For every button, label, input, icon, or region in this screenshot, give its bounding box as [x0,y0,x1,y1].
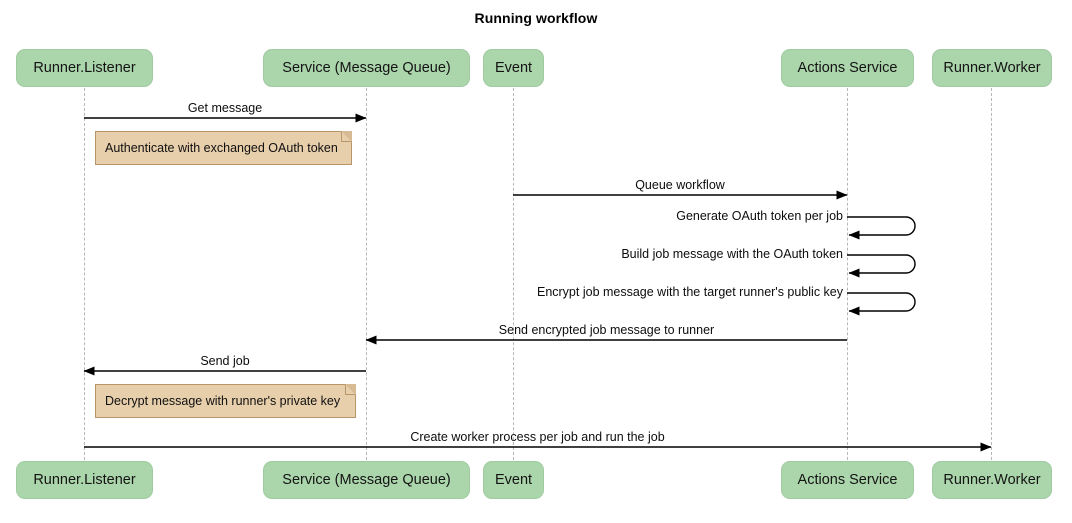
participant-event-bottom[interactable]: Event [483,461,544,499]
message-label-queue-workflow: Queue workflow [635,178,725,192]
message-label-encrypt-job-message: Encrypt job message with the target runn… [536,285,843,299]
note-text: Authenticate with exchanged OAuth token [105,141,338,155]
participant-event-top[interactable]: Event [483,49,544,87]
participant-service-message-queue-bottom[interactable]: Service (Message Queue) [263,461,470,499]
participant-runner-worker-bottom[interactable]: Runner.Worker [932,461,1052,499]
message-label-create-worker-process: Create worker process per job and run th… [410,430,665,444]
note-fold-edge-icon [345,384,356,395]
lifeline-runner-listener [84,88,85,460]
lifeline-actions-service [847,88,848,460]
note-fold-edge-icon [341,131,352,142]
note-text: Decrypt message with runner's private ke… [105,394,341,408]
participant-runner-worker-top[interactable]: Runner.Worker [932,49,1052,87]
self-loop-build-job-message [847,254,916,278]
message-label-send-encrypted-job-message: Send encrypted job message to runner [498,323,715,337]
note-decrypt-private-key: Decrypt message with runner's private ke… [95,384,356,418]
participant-service-message-queue-top[interactable]: Service (Message Queue) [263,49,470,87]
participant-actions-service-bottom[interactable]: Actions Service [781,461,914,499]
diagram-title: Running workflow [474,10,598,26]
message-label-send-job: Send job [200,354,250,368]
note-fold-icon [345,384,356,395]
message-label-generate-oauth-token: Generate OAuth token per job [676,209,843,223]
self-loop-encrypt-job-message [847,292,916,316]
message-label-build-job-message: Build job message with the OAuth token [621,247,843,261]
self-loop-generate-oauth-token [847,216,916,240]
participant-actions-service-top[interactable]: Actions Service [781,49,914,87]
lifeline-event [513,88,514,460]
note-authenticate-oauth-token: Authenticate with exchanged OAuth token [95,131,352,165]
lifeline-service-message-queue [366,88,367,460]
message-label-get-message: Get message [187,101,263,115]
participant-runner-listener-top[interactable]: Runner.Listener [16,49,153,87]
participant-runner-listener-bottom[interactable]: Runner.Listener [16,461,153,499]
note-fold-icon [341,131,352,142]
lifeline-runner-worker [991,88,992,460]
